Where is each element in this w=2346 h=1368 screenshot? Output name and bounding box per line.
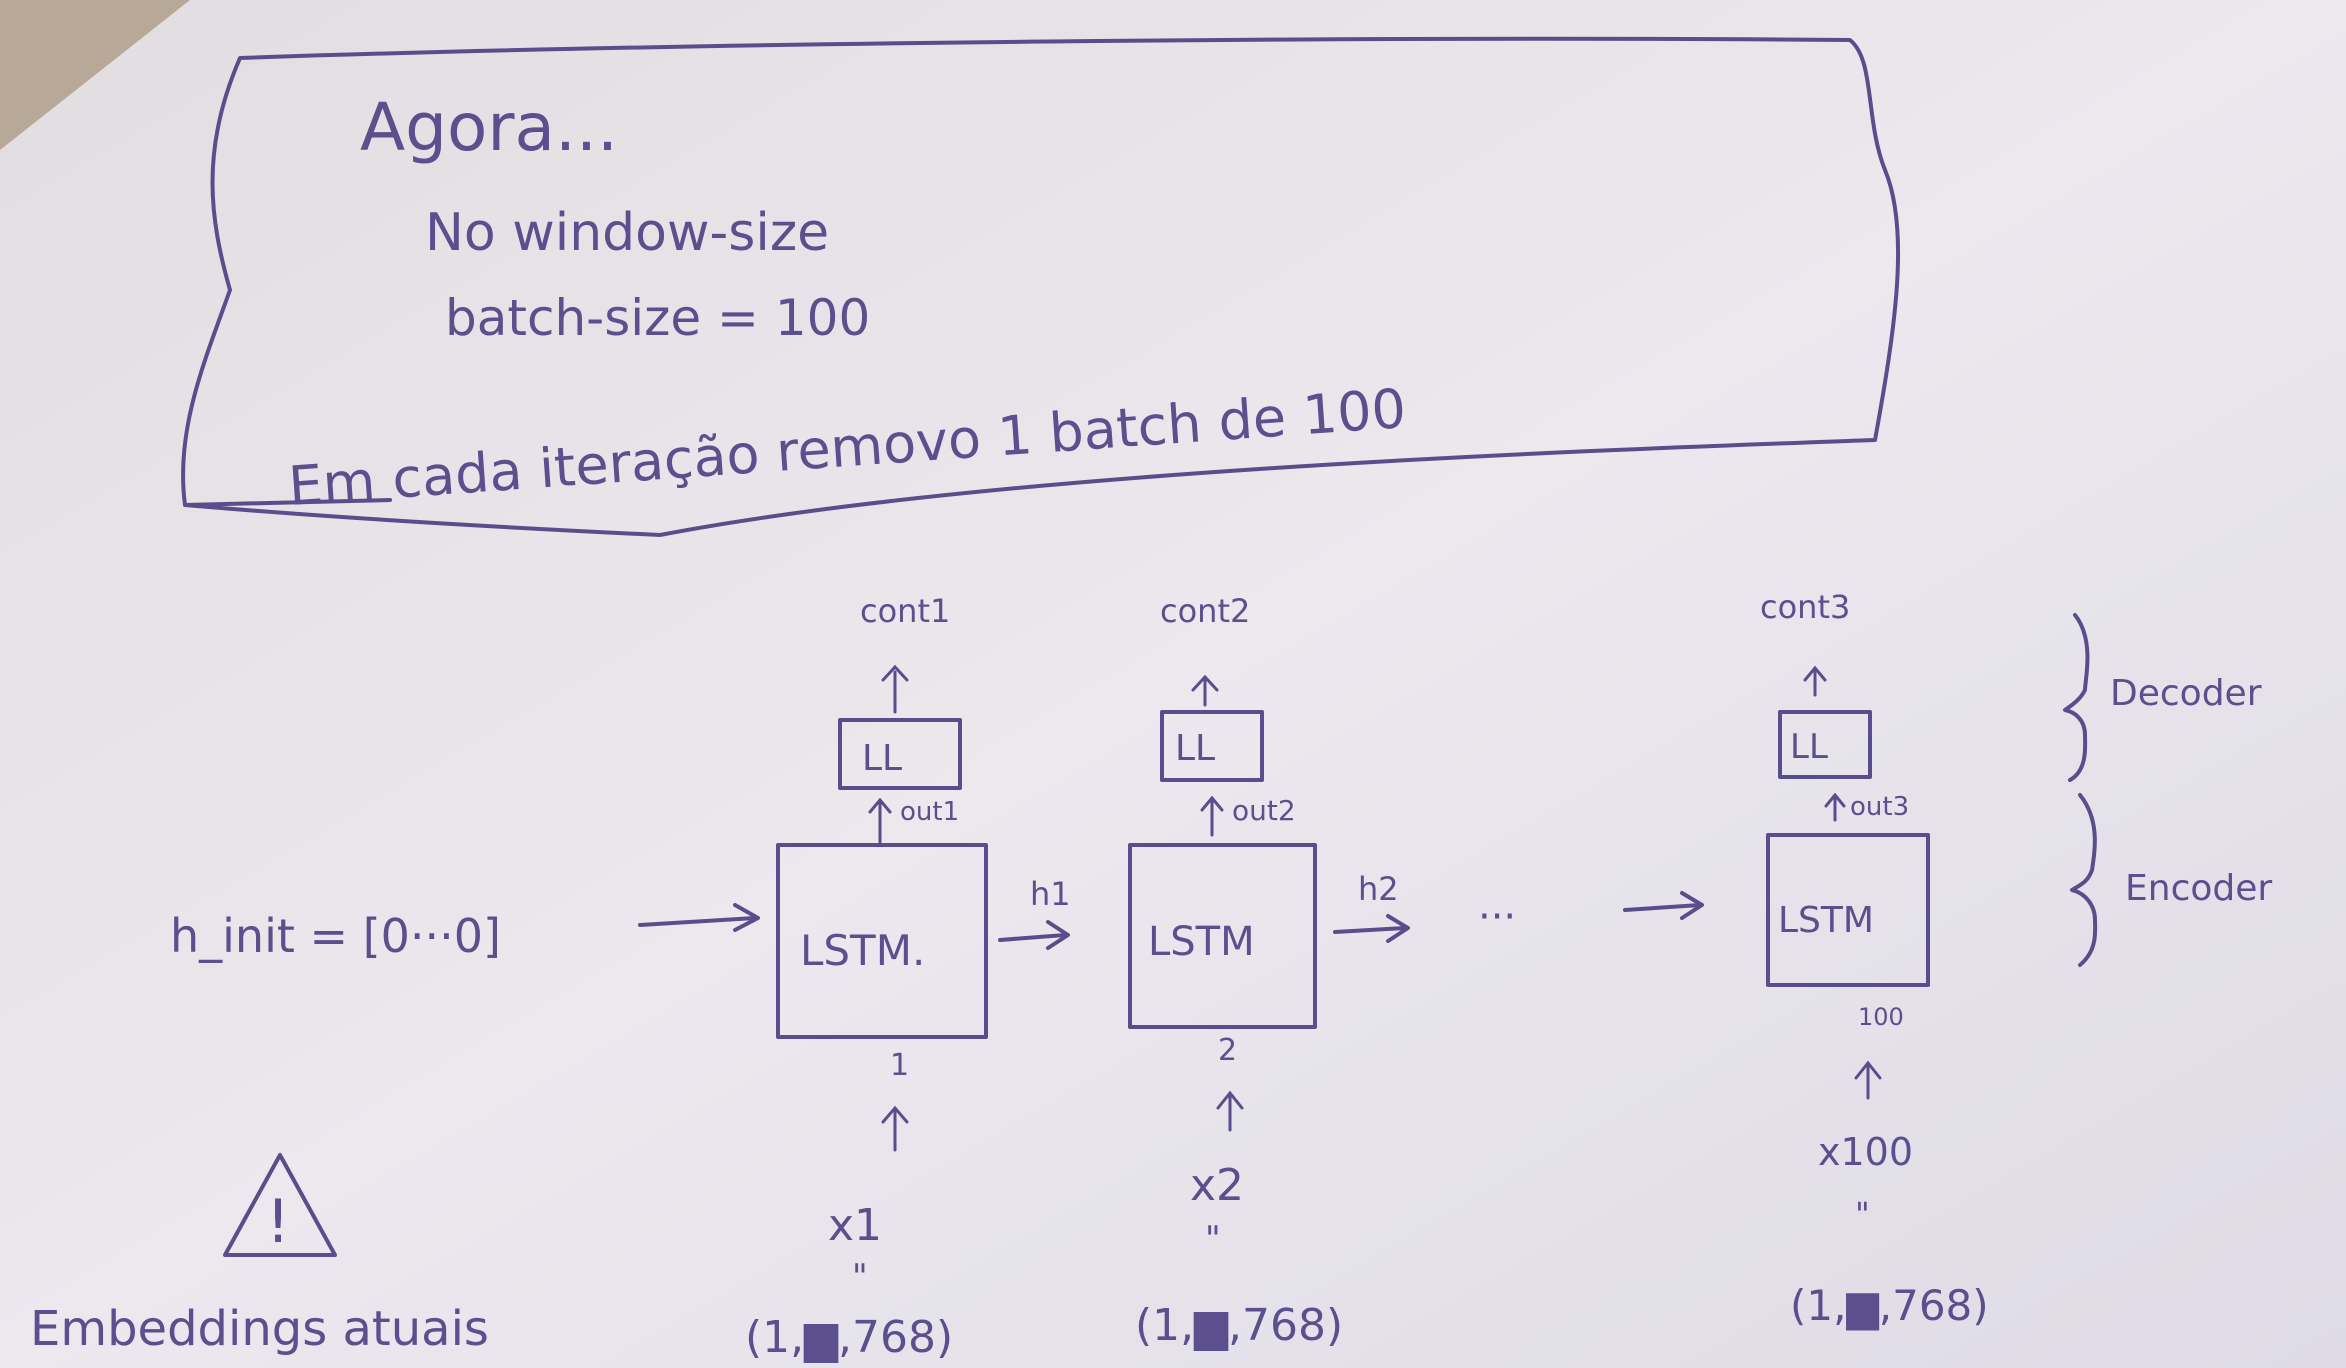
- note-frame: [181, 36, 1901, 537]
- lstm-label-100: LSTM: [1778, 900, 1874, 941]
- dim-label-1: (1,▆,768): [745, 1312, 953, 1363]
- ll-label-2: LL: [1175, 728, 1215, 769]
- note-title: Agora...: [360, 89, 618, 166]
- lstm-cell-1: LSTM. 1 out1 LL cont1 x1 " (1,▆,768): [745, 592, 988, 1363]
- ll-label-100: LL: [1790, 727, 1828, 767]
- h1-arrow: [998, 933, 1067, 942]
- ll-box-2: [1160, 710, 1264, 782]
- cell-index-1: 1: [890, 1048, 909, 1083]
- cell-index-2: 2: [1218, 1033, 1237, 1068]
- out-label-1: out1: [900, 797, 959, 827]
- h-init-arrowhead: [733, 903, 760, 932]
- ll-box-1: [838, 718, 962, 790]
- lstm-cell-2: LSTM 2 out2 LL cont2 x2 " (1,▆,768): [1128, 592, 1343, 1351]
- lstm-box-1: [776, 843, 988, 1039]
- h2-label: h2: [1358, 870, 1399, 908]
- h-init-arrow: [638, 916, 757, 927]
- h2-arrow: [1333, 926, 1407, 934]
- ellipsis: ···: [1478, 894, 1516, 940]
- to-last-arrow: [1623, 903, 1702, 912]
- cont-label-1: cont1: [860, 592, 950, 630]
- ditto-2: ": [1205, 1219, 1221, 1259]
- out-label-100: out3: [1850, 792, 1909, 822]
- dim-label-100: (1,▆,768): [1790, 1281, 1989, 1331]
- lstm-label-2: LSTM: [1148, 919, 1255, 965]
- dim-label-2: (1,▆,768): [1135, 1300, 1343, 1351]
- x-label-1: x1: [828, 1200, 882, 1251]
- ditto-1: ": [852, 1257, 868, 1297]
- lstm-label-1: LSTM.: [800, 926, 925, 975]
- underline: [183, 498, 392, 507]
- decoder-label: Decoder: [2110, 673, 2262, 714]
- x-label-2: x2: [1190, 1160, 1244, 1211]
- encoder-brace: [2070, 793, 2098, 967]
- note-line-batch-size: batch-size = 100: [445, 289, 870, 347]
- embeddings-label: Embeddings atuais: [30, 1301, 489, 1357]
- cont-label-100: cont3: [1760, 588, 1850, 626]
- h-init-label: h_init = [0···0]: [170, 909, 501, 963]
- warning-icon: [223, 1153, 337, 1257]
- cell-index-100: 100: [1858, 1003, 1904, 1031]
- lstm-box-100: [1766, 833, 1930, 987]
- ll-label-1: LL: [862, 738, 902, 779]
- cont-label-2: cont2: [1160, 592, 1250, 630]
- note-line-window-size: No window-size: [425, 203, 829, 263]
- warning-mark: !: [266, 1187, 290, 1257]
- lstm-box-2: [1128, 843, 1317, 1029]
- x-label-100: x100: [1818, 1130, 1913, 1174]
- ditto-100: ": [1855, 1195, 1870, 1233]
- encoder-label: Encoder: [2125, 868, 2272, 909]
- decoder-brace: [2063, 613, 2090, 782]
- out-label-2: out2: [1232, 794, 1296, 827]
- lstm-cell-100: LSTM 100 out3 LL cont3 x100 " (1,▆,768): [1760, 588, 1989, 1331]
- h1-label: h1: [1030, 875, 1071, 913]
- ll-box-100: [1778, 710, 1872, 779]
